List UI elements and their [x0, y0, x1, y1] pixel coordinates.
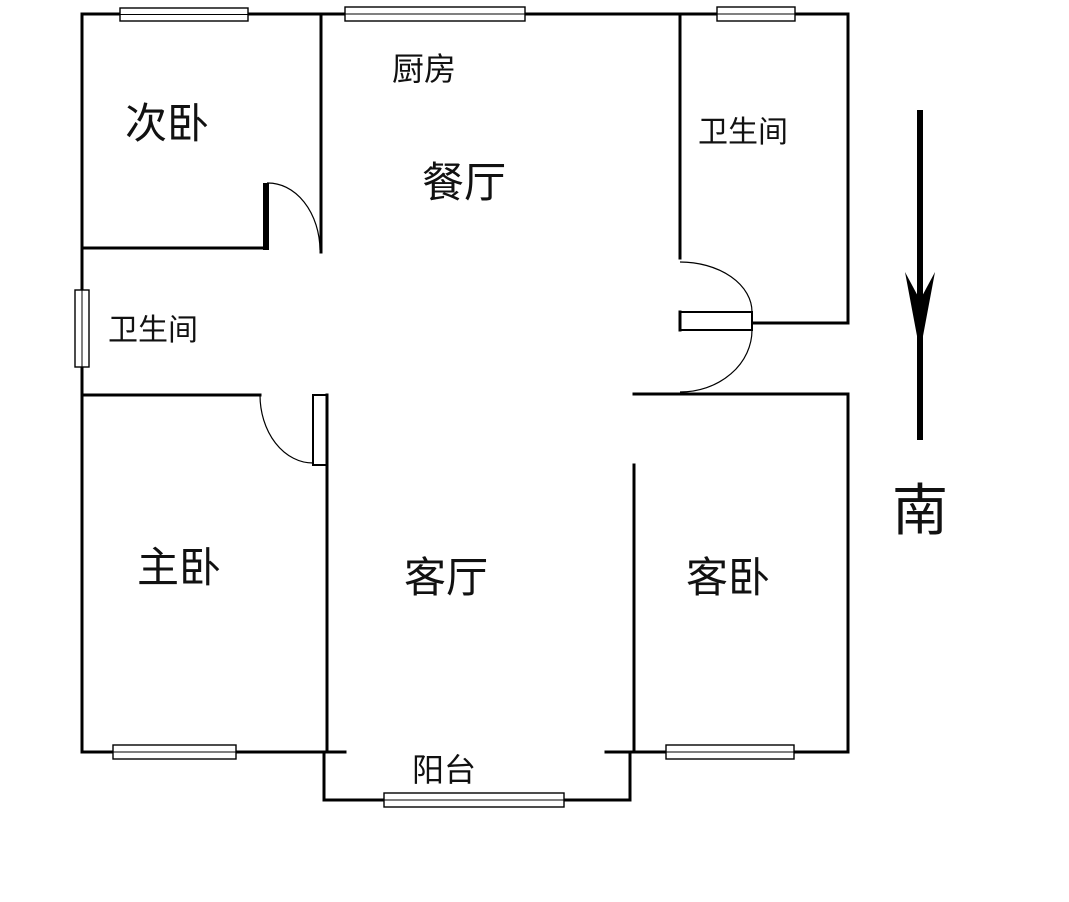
room-label-dining-room: 餐厅 — [422, 158, 506, 207]
window-secondary-bedroom-top — [119, 7, 249, 22]
compass-direction-label: 南 — [892, 479, 948, 544]
window-master-bedroom-bottom — [112, 744, 237, 760]
door-bathroom-north — [679, 261, 753, 393]
room-labels: 次卧 厨房 餐厅 卫生间 卫生间 主卧 客厅 客卧 阳台 — [108, 50, 788, 789]
door-secondary-bedroom — [265, 182, 321, 251]
room-label-kitchen: 厨房 — [392, 50, 456, 88]
window-guest-bedroom-bottom — [665, 744, 795, 760]
room-label-living-room: 客厅 — [404, 553, 488, 602]
window-bathroom-north-top — [716, 6, 796, 22]
window-balcony-bottom — [383, 792, 565, 808]
room-label-bathroom-west: 卫生间 — [108, 313, 198, 348]
room-label-balcony: 阳台 — [412, 751, 476, 789]
doors — [259, 182, 753, 464]
compass-arrow-head-icon — [905, 272, 935, 352]
room-label-bathroom-north: 卫生间 — [698, 115, 788, 150]
window-kitchen-top — [344, 6, 526, 22]
window-bathroom-west — [74, 289, 90, 368]
room-label-secondary-bedroom: 次卧 — [125, 99, 209, 148]
room-label-master-bedroom: 主卧 — [137, 543, 221, 592]
compass: 南 — [892, 110, 948, 544]
room-label-guest-bedroom: 客卧 — [686, 553, 770, 602]
windows — [74, 6, 796, 808]
door-master-bedroom — [259, 394, 314, 464]
